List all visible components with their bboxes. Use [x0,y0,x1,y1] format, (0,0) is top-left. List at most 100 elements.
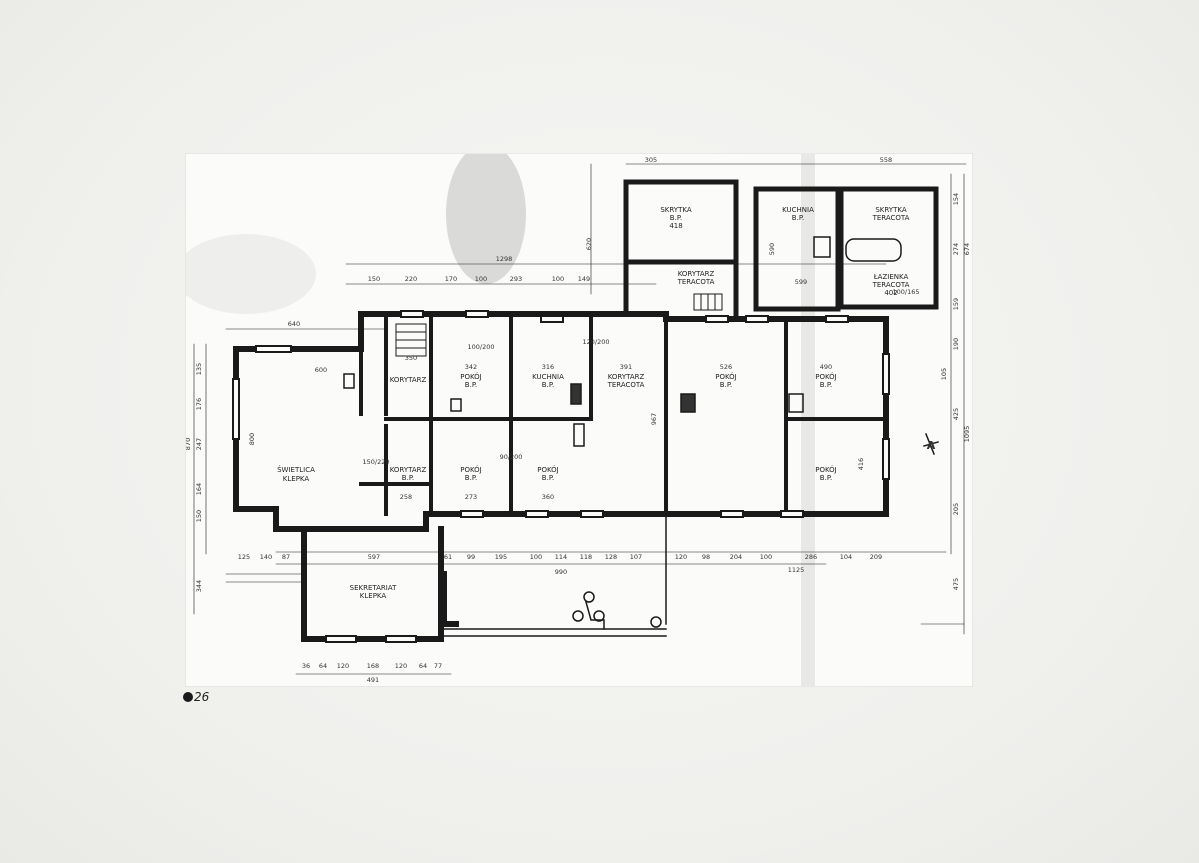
room-label-pokoj-1: POKÓJ [460,372,482,381]
dim-bottom-20: 1125 [788,566,805,574]
dim-bottom-13: 98 [702,553,710,561]
dim-top-10: 558 [880,156,892,164]
room-label-pokoj-5: POKÓJ [537,465,559,474]
room-label-pokoj-6: POKÓJ [815,465,837,474]
dim-bottom-8: 114 [555,553,567,561]
room-floor-korytarz-3: B.P. [402,474,414,482]
room-floor-pokoj-3: B.P. [820,381,832,389]
dim-top-9: 305 [645,156,657,164]
dim-int-3: 316 [542,363,554,371]
room-floor-kuchnia: B.P. [792,214,804,222]
dim-bottom-6: 195 [495,553,507,561]
dim-bottom-3: 597 [368,553,380,561]
dim-right-3: 159 [952,298,960,310]
dim-top-0: 150 [368,275,380,283]
floor-plan-drawing: SKRYTKA B.P. 418 KUCHNIA B.P. SKRYTKA TE… [186,154,972,686]
room-label-sekretariat: SEKRETARIAT [350,584,397,592]
door-label-2: 90/200 [500,453,523,461]
dim-top-6: 149 [578,275,590,283]
dim-bottom-16: 286 [805,553,817,561]
dim-left-1: 176 [195,398,203,410]
page-dot-icon [183,692,193,702]
dim-left-2: 247 [195,438,203,450]
dim-top-2: 170 [445,275,457,283]
dim-bottom-18: 209 [870,553,882,561]
dim-bottom-7: 100 [530,553,542,561]
room-floor-skrytka-2: TERACOTA [872,214,910,222]
room-label-skrytka-2: SKRYTKA [875,206,906,214]
main-outer-walls [233,311,889,642]
room-floor-pokoj-5: B.P. [542,474,554,482]
room-floor-sekretariat: KLEPKA [360,592,387,600]
dim-foot-5: 64 [419,662,427,670]
room-label-lazienka: ŁAZIENKA [873,273,909,281]
dim-int-13: 967 [650,413,658,425]
room-label-korytarz-3: KORYTARZ [390,466,427,474]
dim-bottom-11: 107 [630,553,642,561]
dim-left-5: 150 [195,510,203,522]
floor-plan-svg: SKRYTKA B.P. 418 KUCHNIA B.P. SKRYTKA TE… [186,154,971,686]
dim-right-6: 425 [952,408,960,420]
dim-foot-4: 120 [395,662,407,670]
room-label-pokoj-2: POKÓJ [715,372,737,381]
dim-bottom-0: 125 [238,553,250,561]
dim-bottom-19: 990 [555,568,567,576]
door-label-1: 150/220 [362,458,389,466]
room-label-korytarz-2: KORYTARZ [608,373,645,381]
dim-int-1: 350 [405,354,417,362]
dim-int-8: 273 [465,493,477,501]
dim-top-11: 620 [585,238,593,250]
window-marks [232,310,890,643]
dim-foot-3: 168 [367,662,379,670]
dim-right-8: 205 [952,503,960,515]
dim-right-1: 274 [952,243,960,255]
dim-bottom-9: 118 [580,553,592,561]
room-floor-pokoj-2: B.P. [720,381,732,389]
door-label-0: 100/200 [467,343,494,351]
dim-right-5: 105 [940,368,948,380]
dim-left-6: 344 [195,580,203,592]
service-wing-walls [623,179,939,317]
room-floor-skrytka-1: B.P. [670,214,682,222]
room-floor-pokoj-6: B.P. [820,474,832,482]
section-marker-label: A [927,439,936,452]
dim-int-0: 600 [315,366,327,374]
photocopy-smudges [186,154,815,686]
dim-bottom-14: 204 [730,553,742,561]
staircase [395,293,723,357]
dim-top-7: 1298 [496,255,513,263]
room-floor-pokoj-1: B.P. [465,381,477,389]
dim-bottom-4: 61 [444,553,452,561]
page-number-mark: 26 [183,689,209,705]
room-label-korytarz-top: KORYTARZ [678,270,715,278]
room-label-swietlica: ŚWIETLICA [277,465,315,474]
stoves-and-fixtures [343,236,902,447]
dim-top-4: 293 [510,275,522,283]
dim-int-4: 391 [620,363,632,371]
dim-int-7: 258 [400,493,412,501]
dim-int-10: 590 [768,243,776,255]
dim-int-2: 342 [465,363,477,371]
dim-int-9: 360 [542,493,554,501]
room-floor-pokoj-4: B.P. [465,474,477,482]
dim-bottom-17: 104 [840,553,852,561]
dim-top-8: 640 [288,320,300,328]
section-marker [923,433,939,455]
dim-top-3: 100 [475,275,487,283]
dim-top-1: 220 [405,275,417,283]
room-floor-korytarz-top: TERACOTA [677,278,715,286]
dim-left-3: 870 [186,438,192,450]
room-floor-kuchnia-2: B.P. [542,381,554,389]
dimension-labels: 150 220 170 100 293 100 149 1298 640 305… [186,156,971,684]
room-floor-korytarz-2: TERACOTA [607,381,645,389]
dim-top-5: 100 [552,275,564,283]
room-label-skrytka-1: SKRYTKA [660,206,691,214]
door-label-4: 100/165 [892,288,919,296]
dim-int-12: 416 [857,458,865,470]
dim-bottom-2: 87 [282,553,290,561]
room-label-kuchnia-2: KUCHNIA [532,373,564,381]
dim-right-9: 475 [952,578,960,590]
dim-int-14: 800 [248,433,256,445]
room-area-skrytka-1: 418 [669,222,682,230]
